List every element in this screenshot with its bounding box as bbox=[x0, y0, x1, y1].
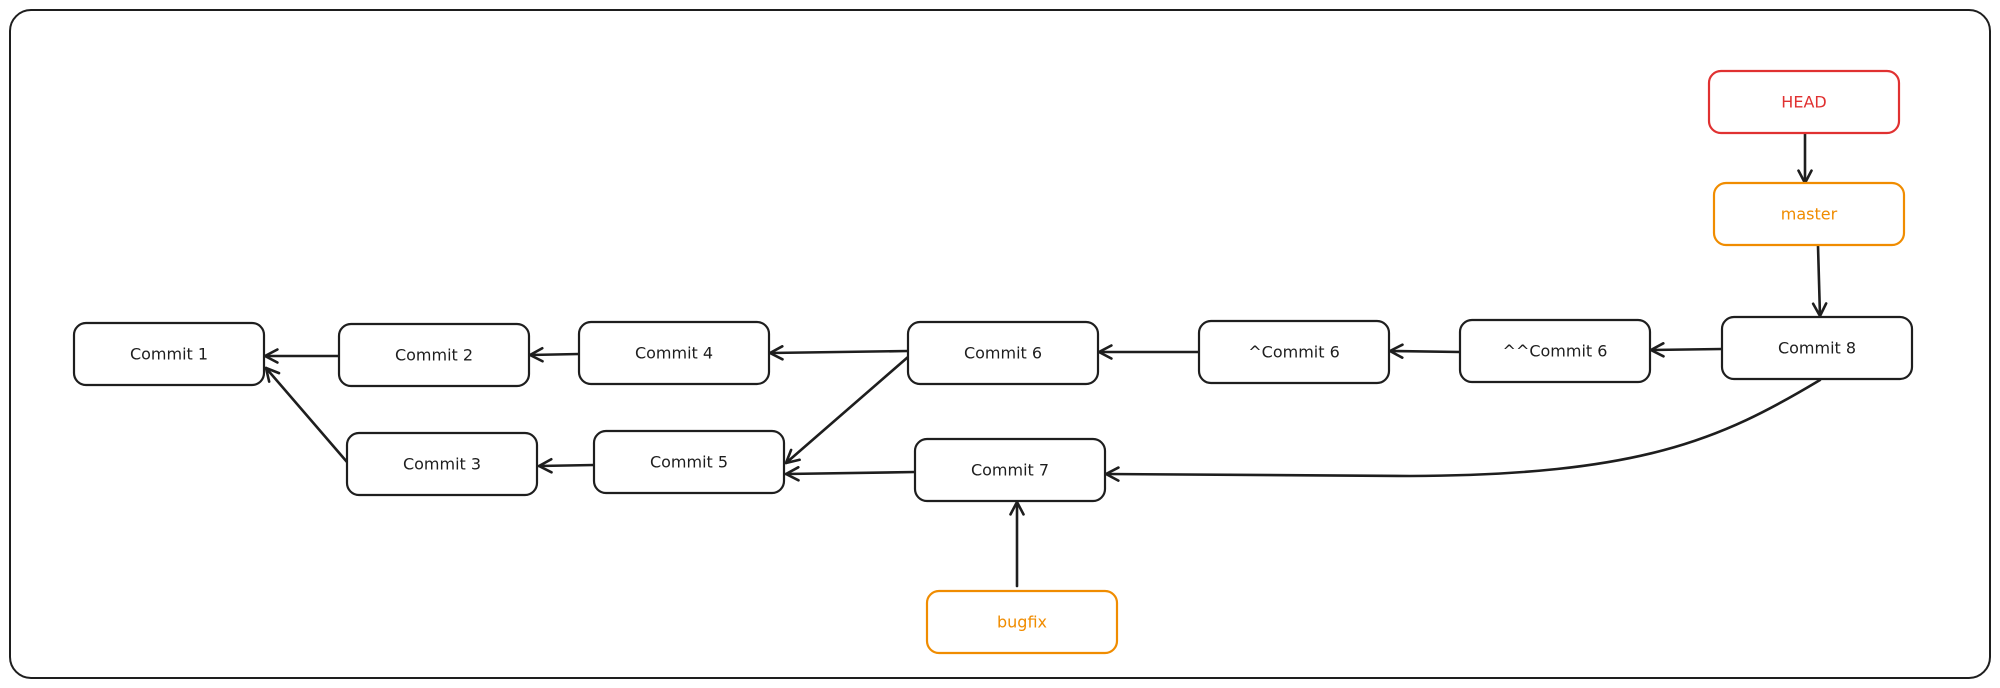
edge-c5-to-c3 bbox=[537, 457, 596, 474]
edge-line bbox=[784, 470, 917, 476]
node-label: bugfix bbox=[997, 613, 1047, 632]
edge-line bbox=[1816, 244, 1822, 318]
commit-node: Commit 5 bbox=[592, 429, 786, 495]
edge-line bbox=[1649, 347, 1724, 352]
node-box bbox=[345, 431, 539, 497]
commit-node: Commit 3 bbox=[345, 431, 539, 497]
node-box bbox=[1720, 315, 1914, 381]
commit-node: ^Commit 6 bbox=[1197, 319, 1391, 385]
node-box bbox=[1458, 318, 1652, 384]
node-label: Commit 5 bbox=[650, 453, 728, 472]
edge-c4-to-c2 bbox=[528, 346, 581, 363]
node-box bbox=[1197, 319, 1391, 385]
edge-line bbox=[768, 349, 910, 355]
node-label: ^Commit 6 bbox=[1248, 343, 1340, 362]
edge-c8-to-c7 bbox=[1104, 378, 1822, 482]
node-label: master bbox=[1781, 205, 1838, 224]
edge-line bbox=[537, 463, 596, 468]
edge-head-to-master bbox=[1797, 132, 1813, 185]
edge-c7-to-c5 bbox=[784, 466, 917, 482]
commit-node: Commit 1 bbox=[72, 321, 266, 387]
arrowhead bbox=[784, 448, 801, 465]
commit-node: Commit 7 bbox=[913, 437, 1107, 503]
node-box bbox=[577, 320, 771, 386]
node-box bbox=[925, 589, 1119, 655]
edge-c6a-to-c6 bbox=[1097, 344, 1201, 360]
node-box bbox=[1707, 69, 1901, 135]
node-box bbox=[906, 320, 1100, 386]
diagram-frame bbox=[9, 9, 1991, 679]
arrowhead bbox=[784, 466, 800, 482]
branch-master: master bbox=[1712, 181, 1906, 247]
node-label: Commit 1 bbox=[130, 345, 208, 364]
node-box bbox=[1712, 181, 1906, 247]
commit-node: Commit 6 bbox=[906, 320, 1100, 386]
node-box bbox=[337, 322, 531, 388]
edge-c2-to-c1 bbox=[263, 348, 341, 364]
edge-c6-to-c4 bbox=[768, 345, 910, 361]
commit-node: ^^Commit 6 bbox=[1458, 318, 1652, 384]
nodes-layer: Commit 1 Commit 2 Commit 4 Commit 6 ^Commit … bbox=[72, 69, 1914, 655]
node-label: Commit 4 bbox=[635, 344, 713, 363]
node-box bbox=[72, 321, 266, 387]
arrowhead bbox=[264, 366, 281, 383]
edge-c6b-to-c6a bbox=[1388, 343, 1462, 359]
node-label: Commit 8 bbox=[1778, 339, 1856, 358]
edge-line bbox=[1388, 349, 1462, 354]
commit-node: Commit 2 bbox=[337, 322, 531, 388]
edge-c3-to-c1 bbox=[264, 366, 349, 464]
node-label: Commit 3 bbox=[403, 455, 481, 474]
edge-line bbox=[264, 366, 349, 464]
edge-line bbox=[528, 352, 581, 357]
edge-c6-to-c5 bbox=[784, 355, 910, 465]
node-label: ^^Commit 6 bbox=[1503, 342, 1608, 361]
node-box bbox=[913, 437, 1107, 503]
arrowhead bbox=[537, 457, 553, 474]
edge-bugfix-to-c7 bbox=[1009, 500, 1025, 588]
edge-line bbox=[1104, 378, 1822, 478]
node-label: HEAD bbox=[1781, 93, 1826, 112]
edge-master-to-c8 bbox=[1811, 244, 1828, 318]
node-label: Commit 7 bbox=[971, 461, 1049, 480]
node-box bbox=[592, 429, 786, 495]
edge-line bbox=[784, 355, 910, 465]
edge-c8-to-c6b bbox=[1649, 342, 1724, 358]
branch-bugfix: bugfix bbox=[925, 589, 1119, 655]
node-label: Commit 6 bbox=[964, 344, 1042, 363]
commit-node: Commit 8 bbox=[1720, 315, 1914, 381]
head-pointer: HEAD bbox=[1707, 69, 1901, 135]
node-label: Commit 2 bbox=[395, 346, 473, 365]
commit-node: Commit 4 bbox=[577, 320, 771, 386]
